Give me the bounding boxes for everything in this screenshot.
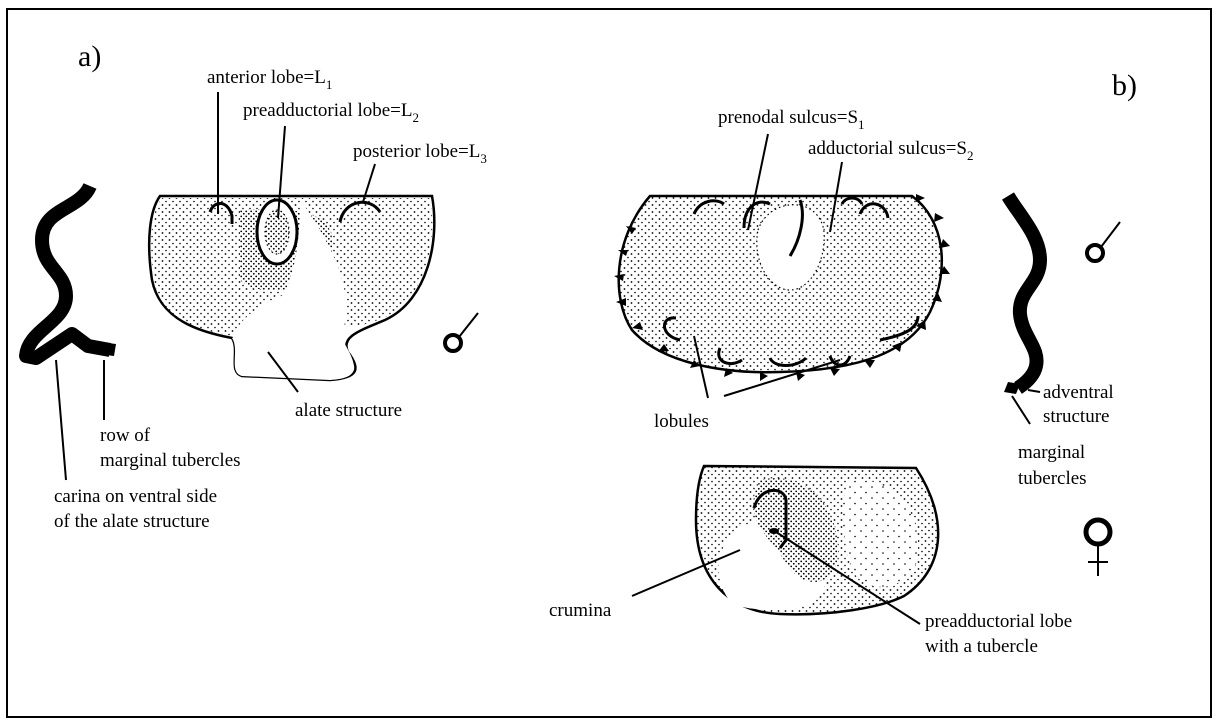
label-adventral-2: structure [1043,406,1109,427]
adventral-leader [1028,390,1040,392]
label-alate-structure: alate structure [295,400,402,421]
label-carina-2: of the alate structure [54,511,210,532]
label-anterior-lobe: anterior lobe=L1 [207,67,332,92]
label-preadductorial-b-2: with a tubercle [925,636,1038,657]
marginal-b-leader [1012,396,1030,424]
label-marginal-tubercles-a: marginal tubercles [100,450,241,471]
label-preadductorial-lobe: preadductorial lobe=L2 [243,100,419,125]
adventral-profile [1008,196,1040,388]
carina-tip [98,342,116,356]
label-posterior-lobe: posterior lobe=L3 [353,141,487,166]
label-row-of: row of [100,425,151,446]
label-adventral-1: adventral [1043,382,1114,403]
label-marginal-b-2: tubercles [1018,468,1087,489]
preadductorial-lobe-inner [265,210,289,254]
carina-leader [56,360,66,480]
panel-a-letter: a) [78,40,101,73]
label-preadductorial-b-1: preadductorial lobe [925,611,1072,632]
label-carina-1: carina on ventral side [54,486,217,507]
label-lobules: lobules [654,411,709,432]
male-symbol-b [1087,222,1120,261]
panel-b-letter: b) [1112,69,1137,102]
label-crumina: crumina [549,600,612,621]
female-symbol [1086,520,1110,576]
label-adductorial-sulcus: adductorial sulcus=S2 [808,138,974,163]
male-symbol-a [445,313,478,351]
adventral-tip [1004,382,1020,394]
label-marginal-b-1: marginal [1018,442,1085,463]
panel-a: a) anterior lobe=L1 preadductorial lobe=… [26,40,487,532]
label-prenodal-sulcus: prenodal sulcus=S1 [718,107,865,132]
carina-profile [26,186,110,358]
panel-b: b) [549,69,1137,657]
